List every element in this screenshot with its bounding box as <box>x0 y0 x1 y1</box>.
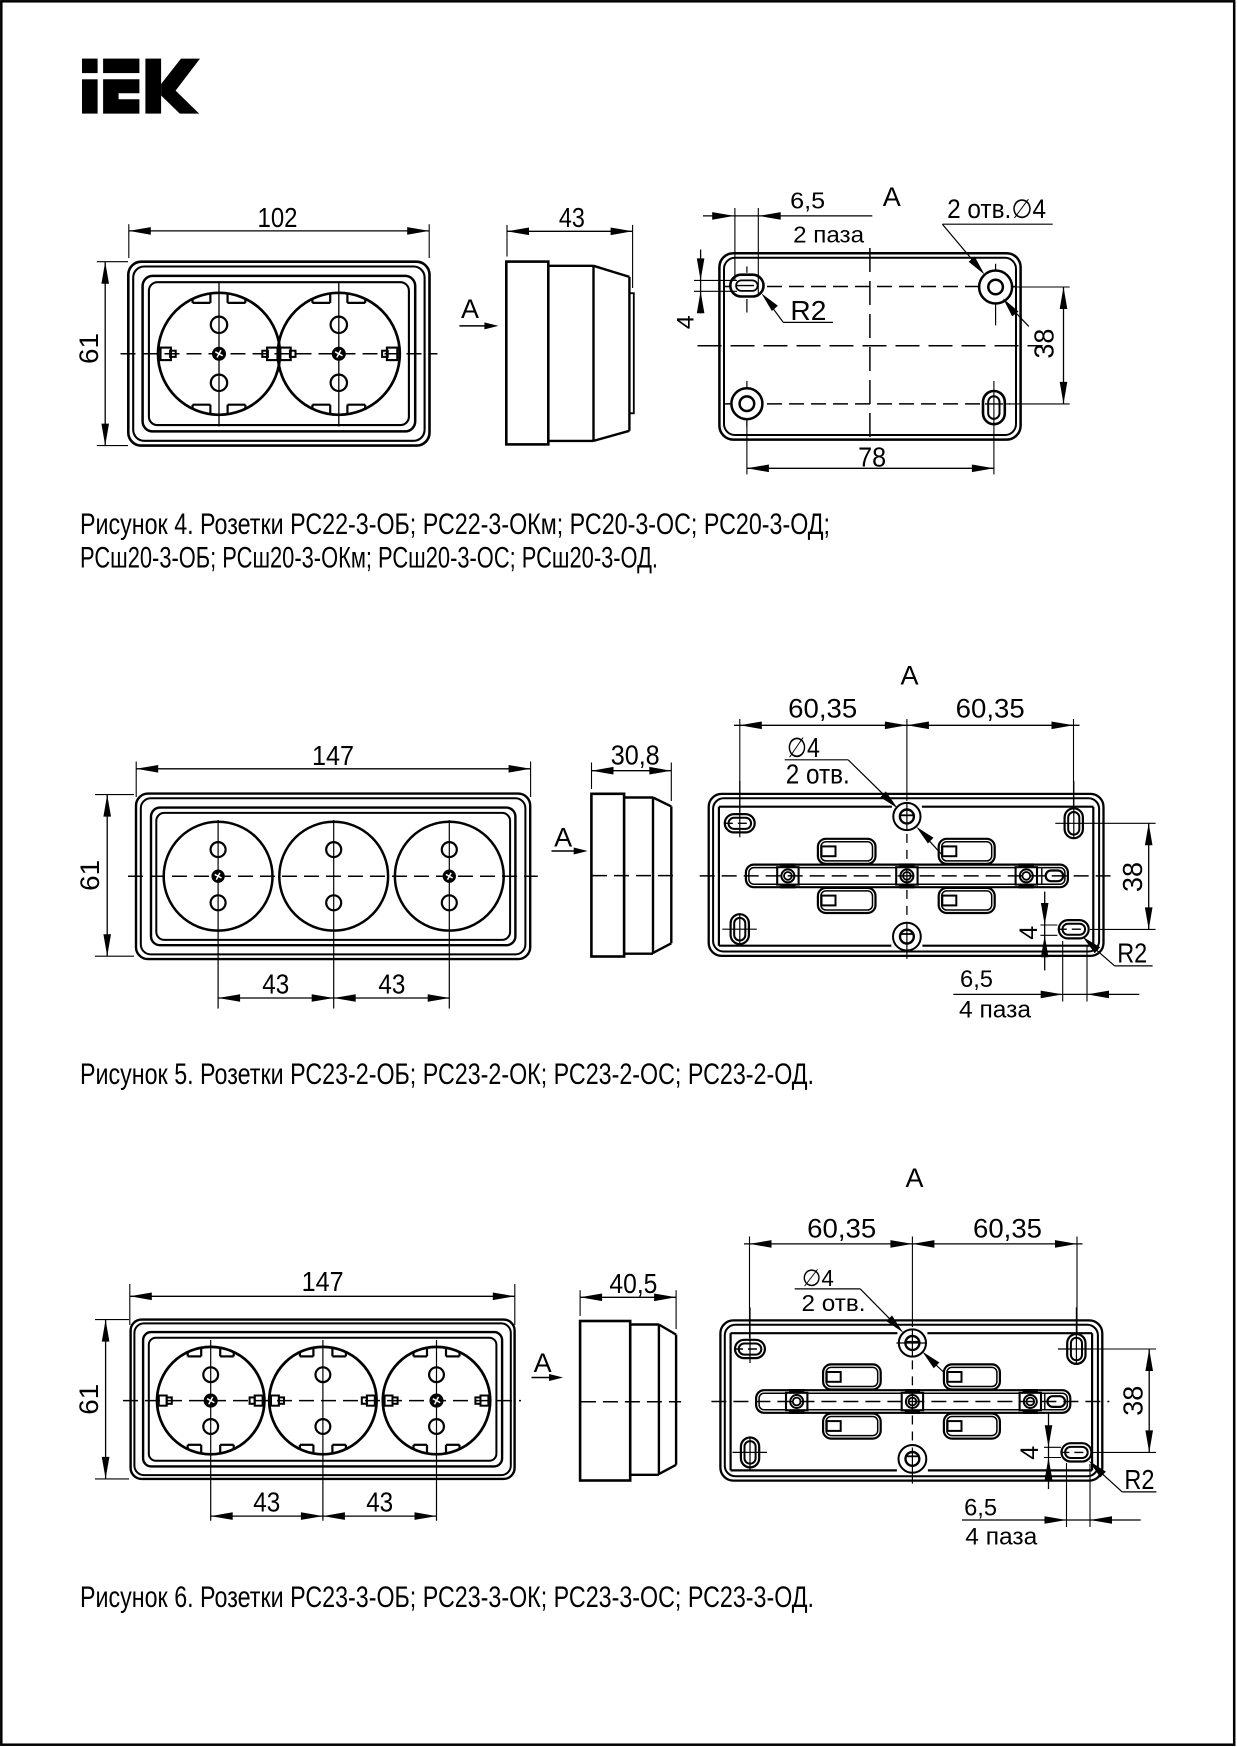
svg-text:147: 147 <box>312 740 354 771</box>
svg-text:А: А <box>900 660 918 690</box>
svg-text:R2: R2 <box>1124 1464 1154 1495</box>
svg-text:61: 61 <box>75 860 105 891</box>
svg-text:А: А <box>461 294 479 324</box>
svg-text:78: 78 <box>858 441 886 472</box>
svg-text:2 отв.: 2 отв. <box>786 759 850 790</box>
svg-text:6,5: 6,5 <box>964 1494 997 1521</box>
svg-text:Рисунок 5. Розетки РС23-2-ОБ;: Рисунок 5. Розетки РС23-2-ОБ; РС23-2-ОК;… <box>80 1058 814 1091</box>
svg-text:2 отв.: 2 отв. <box>802 1290 866 1316</box>
svg-text:Рисунок 6. Розетки РС23-3-ОБ;: Рисунок 6. Розетки РС23-3-ОБ; РС23-3-ОК;… <box>80 1581 814 1614</box>
svg-text:4 паза: 4 паза <box>965 1524 1038 1551</box>
svg-text:4: 4 <box>673 315 700 329</box>
svg-text:60,35: 60,35 <box>788 694 857 724</box>
svg-text:43: 43 <box>559 202 585 233</box>
svg-text:R2: R2 <box>790 295 826 326</box>
svg-text:6,5: 6,5 <box>790 187 825 213</box>
svg-text:А: А <box>554 823 572 853</box>
svg-text:∅4: ∅4 <box>802 1265 834 1291</box>
svg-text:38: 38 <box>1117 1386 1148 1416</box>
svg-text:4: 4 <box>1015 926 1043 940</box>
svg-text:38: 38 <box>1029 329 1060 359</box>
svg-text:Рисунок 4. Розетки РС22-3-ОБ;: Рисунок 4. Розетки РС22-3-ОБ; РС22-3-ОКм… <box>80 508 830 541</box>
svg-text:2 отв.∅4: 2 отв.∅4 <box>947 194 1046 224</box>
svg-text:6,5: 6,5 <box>960 966 993 993</box>
svg-text:РСш20-3-ОБ; РСш20-3-ОКм; РСш20: РСш20-3-ОБ; РСш20-3-ОКм; РСш20-3-ОС; РСш… <box>80 542 658 575</box>
svg-text:38: 38 <box>1117 862 1148 892</box>
svg-text:60,35: 60,35 <box>973 1214 1042 1244</box>
svg-text:4 паза: 4 паза <box>959 997 1032 1024</box>
svg-text:60,35: 60,35 <box>807 1214 876 1244</box>
svg-text:2 паза: 2 паза <box>793 222 864 248</box>
svg-text:60,35: 60,35 <box>956 694 1025 724</box>
svg-text:А: А <box>534 1348 552 1378</box>
svg-text:А: А <box>905 1163 923 1193</box>
svg-text:43: 43 <box>253 1487 280 1518</box>
svg-text:43: 43 <box>262 969 289 1000</box>
svg-text:61: 61 <box>74 1384 104 1415</box>
svg-text:102: 102 <box>258 202 298 233</box>
svg-text:43: 43 <box>366 1487 393 1518</box>
svg-text:R2: R2 <box>1117 937 1147 968</box>
svg-text:147: 147 <box>302 1266 344 1297</box>
svg-text:4: 4 <box>1016 1446 1044 1460</box>
svg-text:61: 61 <box>74 333 104 364</box>
svg-text:43: 43 <box>378 969 405 1000</box>
svg-text:А: А <box>883 182 901 212</box>
svg-text:40,5: 40,5 <box>609 1268 657 1299</box>
svg-text:∅4: ∅4 <box>787 732 820 763</box>
svg-text:30,8: 30,8 <box>611 740 660 771</box>
